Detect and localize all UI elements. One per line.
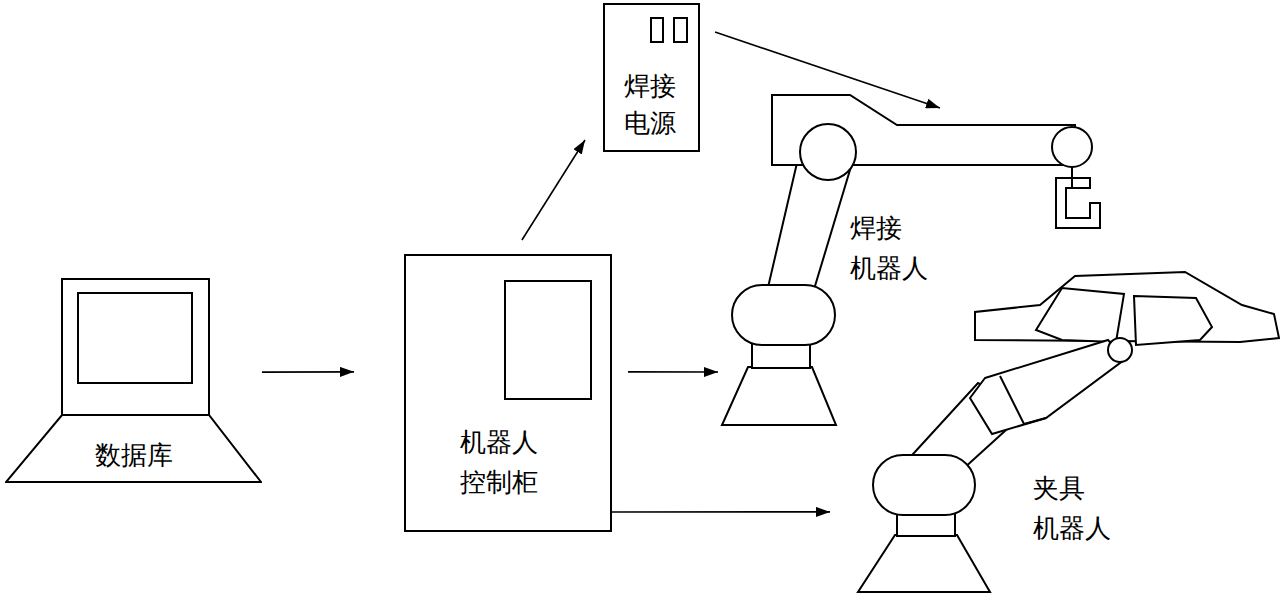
signal-arrow bbox=[262, 371, 354, 373]
robot-upper-arm bbox=[970, 340, 1124, 434]
arm-joint bbox=[1024, 418, 1046, 424]
database-laptop: 数据库 bbox=[5, 278, 262, 483]
robot-foot bbox=[858, 535, 990, 592]
robot-wrist bbox=[1108, 338, 1132, 362]
welding-gripper bbox=[1056, 178, 1100, 228]
signal-arrow bbox=[612, 511, 830, 513]
robot-hip bbox=[732, 285, 835, 345]
signal-arrow bbox=[715, 32, 940, 108]
node-label: 数据库 bbox=[95, 435, 173, 475]
robot-foot bbox=[722, 367, 836, 425]
fixture-robot bbox=[858, 272, 1279, 592]
node-label: 夹具 机器人 bbox=[1033, 468, 1111, 548]
cabinet-screen bbox=[504, 280, 592, 400]
signal-arrow bbox=[628, 371, 718, 373]
power-meter bbox=[673, 17, 688, 43]
signal-arrow bbox=[522, 140, 585, 240]
car-window bbox=[1036, 288, 1124, 342]
welding-power-box: 焊接 电源 bbox=[603, 3, 700, 152]
car-body bbox=[975, 272, 1279, 342]
gripper-joint bbox=[1071, 178, 1073, 188]
node-label: 焊接 机器人 bbox=[850, 208, 928, 288]
laptop-base bbox=[6, 415, 261, 482]
robot-hip bbox=[873, 455, 975, 515]
car-window bbox=[1134, 296, 1212, 345]
robot-elbow bbox=[800, 124, 856, 180]
node-label: 机器人 控制柜 bbox=[460, 422, 538, 502]
fixture-robot: 夹具 机器人 bbox=[835, 270, 1280, 596]
control-cabinet: 机器人 控制柜 bbox=[404, 254, 612, 532]
power-meter bbox=[650, 17, 664, 43]
laptop-lid bbox=[62, 279, 209, 415]
node-label: 焊接 电源 bbox=[624, 68, 676, 142]
robot-wrist-stem bbox=[1071, 167, 1073, 178]
laptop-screen bbox=[78, 293, 192, 383]
welding-robot: 焊接 机器人 bbox=[720, 90, 1110, 425]
arm-joint bbox=[1000, 376, 1024, 424]
robot-wrist bbox=[1052, 127, 1092, 167]
